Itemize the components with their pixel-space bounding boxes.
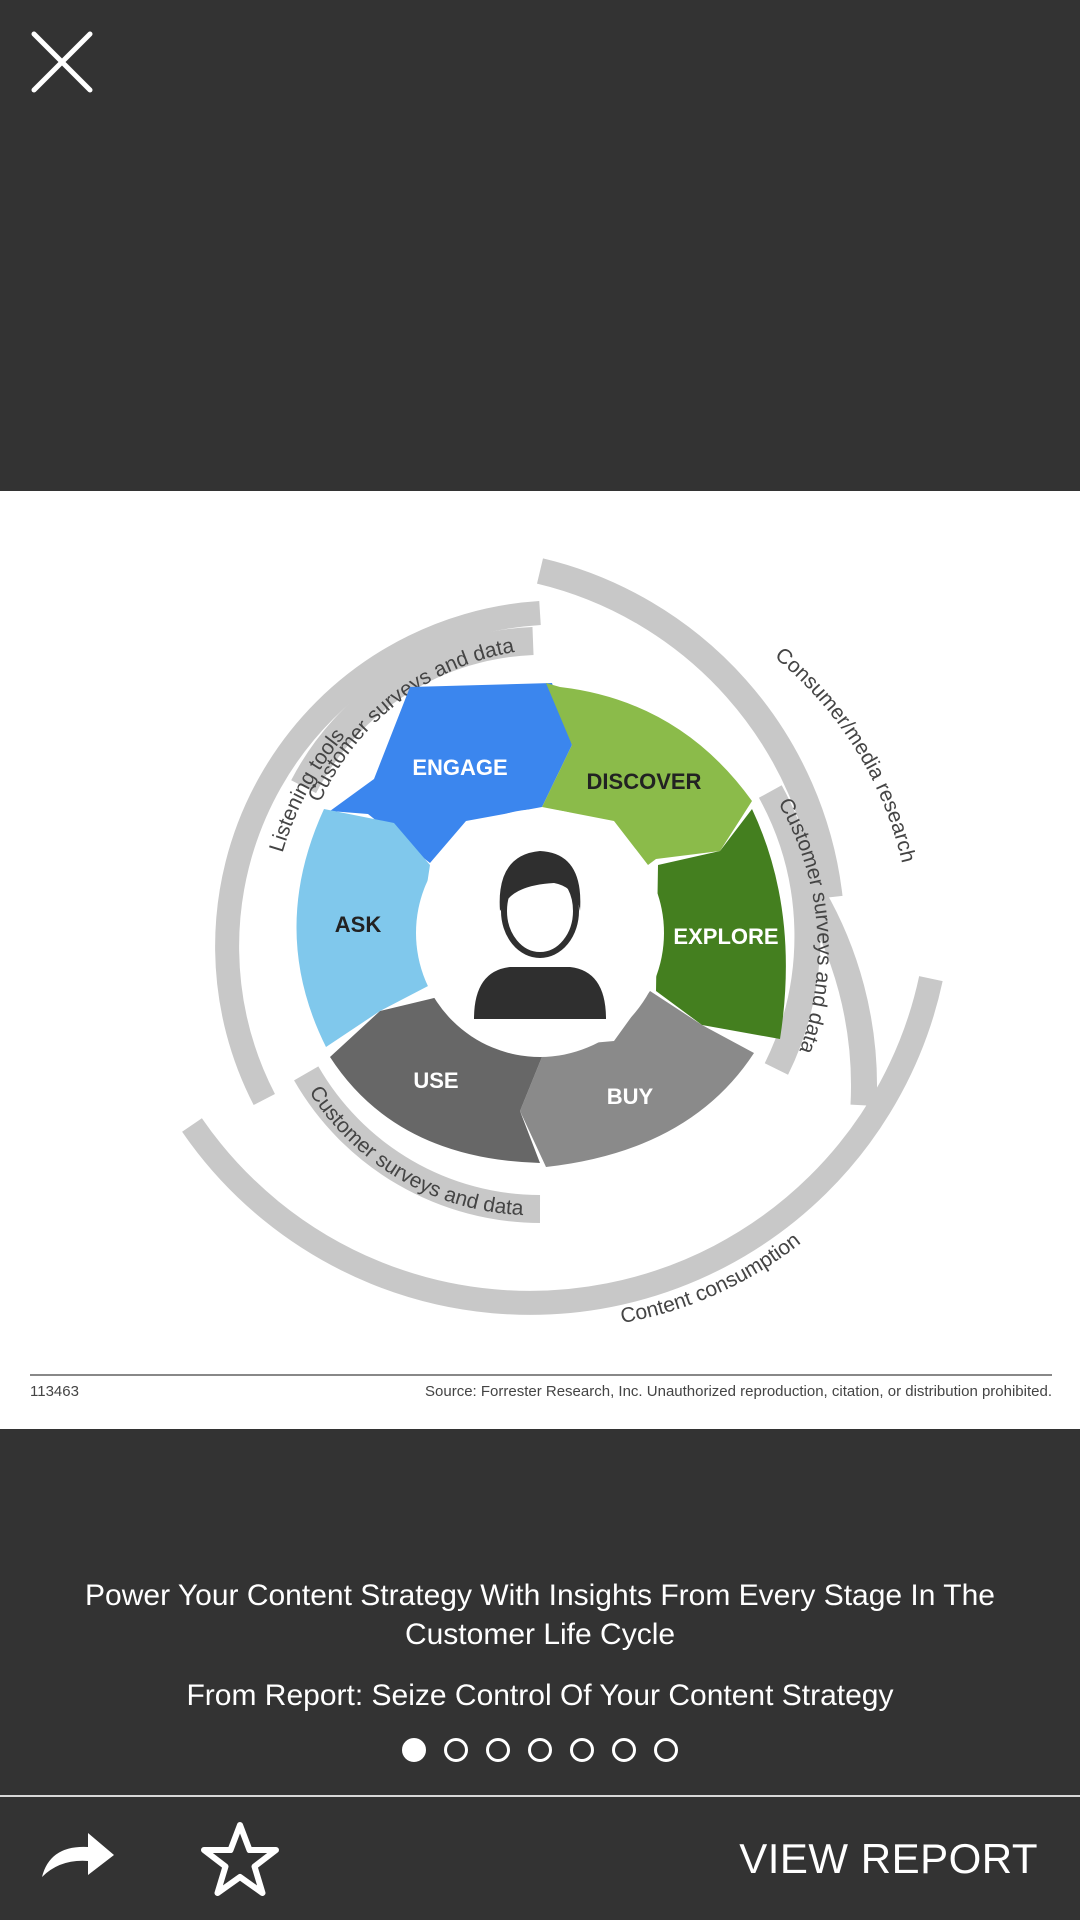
share-arrow-icon — [42, 1833, 114, 1877]
page-dot-2[interactable] — [444, 1738, 468, 1762]
arc-customer-surveys-bottom — [294, 1066, 541, 1223]
label-use: USE — [413, 1068, 458, 1093]
figure-source: Source: Forrester Research, Inc. Unautho… — [425, 1383, 1052, 1400]
view-report-button[interactable]: VIEW REPORT — [739, 1835, 1038, 1882]
share-button[interactable] — [36, 1827, 120, 1887]
page-dot-5[interactable] — [570, 1738, 594, 1762]
person-icon — [474, 851, 606, 1019]
star-outline-icon — [201, 1822, 279, 1896]
page-dot-1[interactable] — [402, 1738, 426, 1762]
label-buy: BUY — [607, 1084, 654, 1109]
segment-ask — [296, 809, 430, 1047]
report-subtitle: From Report: Seize Control Of Your Conte… — [186, 1679, 894, 1712]
outer-arcs — [182, 558, 943, 1315]
page-indicator — [0, 1738, 1080, 1762]
label-engage: ENGAGE — [412, 755, 507, 780]
figure-title: Power Your Content Strategy With Insight… — [85, 1579, 995, 1651]
label-ask: ASK — [335, 912, 382, 937]
bottom-action-bar: VIEW REPORT — [0, 1797, 1080, 1920]
close-icon — [31, 31, 93, 93]
arc-listening-tools — [215, 601, 541, 1105]
bottom-divider — [0, 1795, 1080, 1797]
segment-discover — [542, 683, 752, 865]
segment-buy — [520, 991, 754, 1167]
label-discover: DISCOVER — [587, 769, 702, 794]
customer-life-cycle-diagram: Listening tools Customer surveys and dat… — [30, 558, 1052, 1400]
page-dot-3[interactable] — [486, 1738, 510, 1762]
close-button[interactable] — [22, 22, 102, 102]
page-dot-7[interactable] — [654, 1738, 678, 1762]
figure-id: 113463 — [30, 1383, 79, 1400]
arc-content-consumption — [182, 976, 943, 1315]
favorite-button[interactable] — [198, 1819, 282, 1899]
page-dot-4[interactable] — [528, 1738, 552, 1762]
arc-customer-surveys-right — [758, 785, 821, 1075]
page-dot-6[interactable] — [612, 1738, 636, 1762]
arc-customer-surveys-top — [291, 627, 534, 794]
figure-image[interactable]: Listening tools Customer surveys and dat… — [0, 491, 1080, 1429]
label-explore: EXPLORE — [673, 924, 778, 949]
segment-explore — [656, 809, 786, 1039]
arc-consumer-media-research — [536, 558, 843, 899]
segment-engage — [330, 683, 572, 863]
